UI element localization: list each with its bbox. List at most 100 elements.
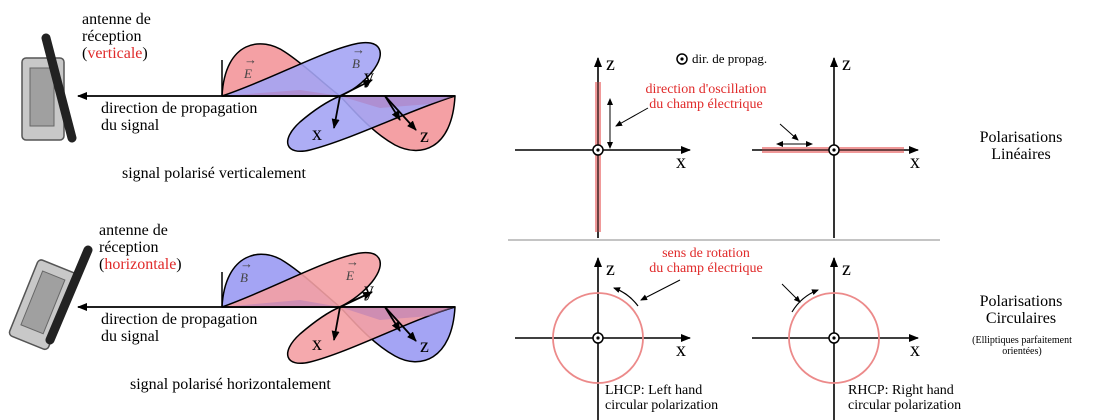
propagation-label: direction de propagation du signal	[101, 100, 258, 135]
b-vector-label: →B	[352, 42, 365, 71]
axis-y-arrow	[339, 291, 373, 308]
axis-y-label: y	[364, 66, 374, 88]
circular-subtitle: (Elliptiques parfaitement orientées)	[950, 335, 1094, 357]
propagation-line-2: du signal	[101, 327, 160, 345]
axis-z-label: z	[420, 335, 429, 357]
circular-title: Polarisations Circulaires	[946, 293, 1096, 328]
note-pointer	[779, 123, 799, 141]
note-pointer	[615, 107, 649, 127]
antenna-label: antenne de réception (horizontale)	[99, 222, 182, 274]
axis-x-label: x	[676, 339, 686, 361]
overlap-band	[222, 90, 340, 96]
antenna-horizontal	[8, 245, 93, 351]
polarization-circle	[788, 292, 880, 384]
axis-x-label: x	[910, 339, 920, 361]
antenna-label-line-1: antenne de	[82, 11, 151, 28]
linear-title-line-2: Linéaires	[991, 145, 1051, 163]
b-vector-letter: B	[352, 55, 360, 71]
rotation-note: sens de rotation du champ électrique	[618, 246, 794, 276]
origin-dot	[596, 148, 600, 152]
axis-x-arrow	[331, 95, 341, 129]
antenna-rod	[41, 33, 77, 143]
b-vector-letter: B	[240, 269, 248, 285]
axis-z-label: z	[606, 53, 615, 75]
axis-z-label: z	[842, 258, 851, 280]
propagation-line-2: du signal	[101, 116, 160, 134]
antenna-screen	[29, 67, 55, 127]
antenna-label-line-1: antenne de	[99, 222, 168, 239]
rhcp-line-2: circular polarization	[848, 397, 962, 413]
axis-z-label: z	[842, 53, 851, 75]
e-vector-label: →E	[244, 52, 257, 81]
orientation-value: horizontale	[104, 255, 177, 273]
origin-dot	[596, 336, 600, 340]
rhcp-label: RHCP: Right hand circular polarization	[848, 383, 962, 413]
lhcp-label: LHCP: Left hand circular polarization	[605, 383, 718, 413]
caption-horizontal: signal polarisé horizontalement	[130, 376, 331, 393]
overlap-band	[222, 300, 340, 307]
overlap-band-2	[340, 307, 455, 320]
axis-x-label: x	[910, 151, 920, 173]
b-vector-label: →B	[240, 256, 253, 285]
linear-horizontal-diagram	[752, 57, 919, 238]
orientation-label: (horizontale)	[99, 255, 182, 274]
horizontal-wave	[77, 251, 456, 364]
rhcp-diagram	[752, 257, 919, 420]
note-pointer	[781, 283, 801, 303]
linear-vertical-diagram	[515, 57, 691, 238]
linear-title: Polarisations Linéaires	[946, 129, 1096, 164]
lhcp-diagram	[515, 257, 691, 420]
propagation-line-1: direction de propagation	[101, 100, 258, 117]
axis-x-arrow	[331, 306, 341, 341]
polarization-circle	[552, 292, 644, 384]
e-field-lobe-2	[286, 306, 456, 364]
axis-y-arrow	[339, 79, 373, 97]
caption-vertical: signal polarisé verticalement	[122, 165, 306, 182]
e-vector-letter: E	[346, 267, 354, 283]
lhcp-line-1: LHCP: Left hand	[605, 383, 703, 398]
orientation-open: (	[99, 255, 105, 273]
orientation-close: )	[176, 255, 182, 273]
circular-subtitle-line-2: orientées)	[1002, 345, 1042, 357]
antenna-rod	[45, 245, 93, 345]
axis-x-arrow-2	[384, 306, 401, 332]
axis-x-label: x	[312, 333, 322, 355]
rotation-arrow	[791, 289, 819, 313]
circular-subtitle-line-1: (Elliptiques parfaitement	[972, 335, 1072, 346]
axis-x-label: x	[312, 123, 322, 145]
antenna-label: antenne de réception (verticale)	[82, 11, 151, 63]
axis-z-label: z	[420, 125, 429, 147]
e-vector-letter: E	[244, 65, 252, 81]
axis-x-label: x	[676, 151, 686, 173]
oscillation-note: direction d'oscillation du champ électri…	[618, 82, 794, 112]
propagation-label: direction de propagation du signal	[101, 311, 258, 346]
orientation-open: (	[82, 44, 88, 62]
oscillation-note-line-2: du champ électrique	[649, 96, 763, 112]
vertical-wave	[77, 41, 456, 152]
rotation-arrow	[613, 287, 639, 307]
antenna-screen	[20, 270, 66, 335]
orientation-close: )	[142, 44, 148, 62]
antenna-label-line-2: réception	[99, 238, 159, 256]
propagation-symbol-outer	[676, 53, 688, 65]
circular-title-line-2: Circulaires	[985, 309, 1057, 327]
axis-y-label: y	[364, 279, 374, 301]
propagation-line-1: direction de propagation	[101, 311, 258, 328]
origin-dot	[832, 336, 836, 340]
linear-title-line-1: Polarisations	[979, 129, 1063, 146]
rotation-note-line-2: du champ électrique	[649, 260, 763, 276]
e-vector-label: →E	[346, 254, 359, 283]
axis-z-label: z	[606, 258, 615, 280]
e-field-lobe-1	[221, 251, 382, 308]
rotation-note-line-1: sens de rotation	[662, 246, 750, 261]
legend-label: dir. de propag.	[692, 51, 768, 66]
overlap-band-2	[340, 96, 455, 108]
orientation-label: (verticale)	[82, 44, 151, 63]
oscillation-note-line-1: direction d'oscillation	[645, 82, 767, 97]
orientation-value: verticale	[87, 44, 143, 62]
axis-x-arrow-2	[384, 95, 401, 121]
antenna-label-line-2: réception	[82, 27, 142, 45]
rhcp-line-1: RHCP: Right hand	[848, 383, 954, 398]
